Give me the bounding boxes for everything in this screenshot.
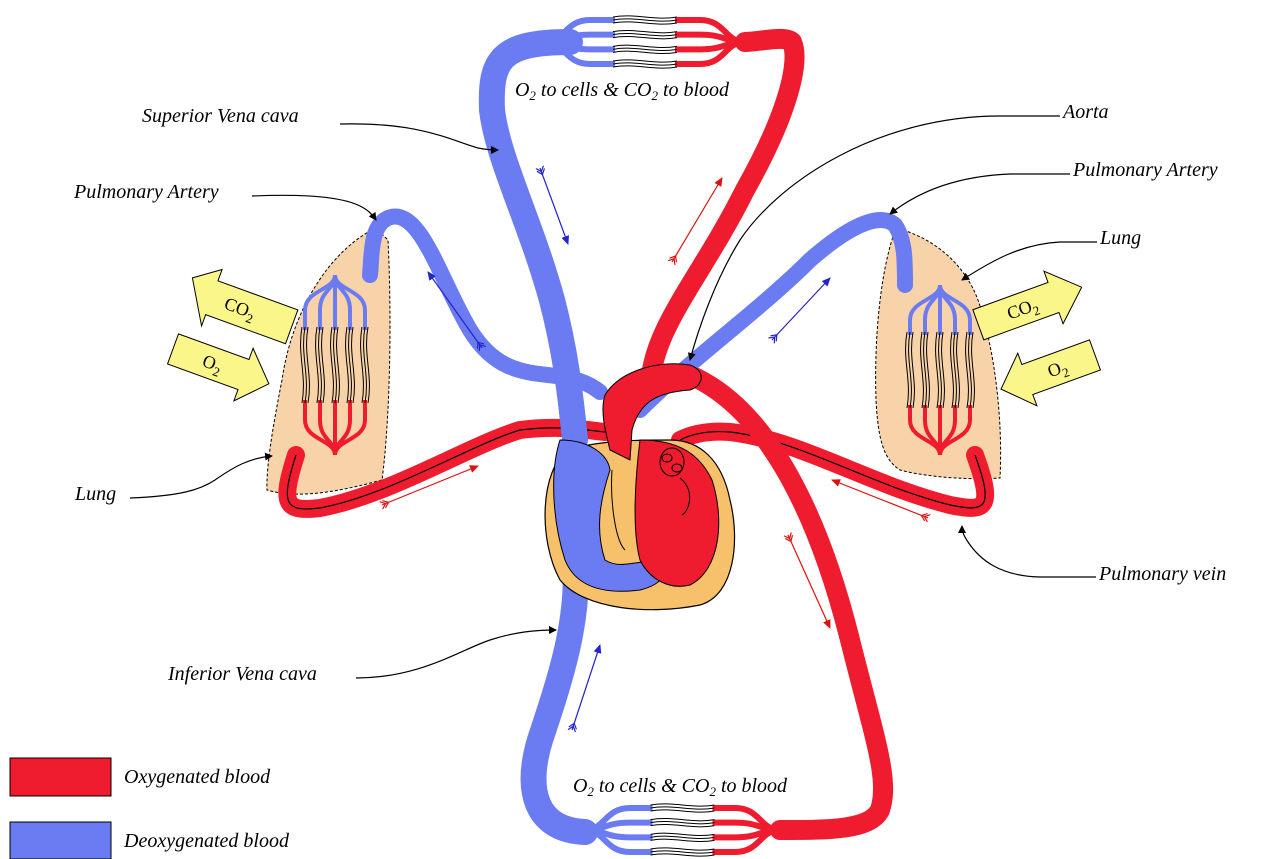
leader-inferior-vena-cava	[356, 630, 556, 678]
label-lung-left: Lung	[74, 483, 116, 505]
legend-swatch-oxygenated	[10, 758, 111, 796]
leader-lung-left	[130, 456, 272, 498]
legend: Oxygenated blood Deoxygenated blood	[10, 758, 290, 859]
capillary-bed-bottom	[585, 804, 780, 856]
gas-exchange-arrow-icon: O2	[991, 329, 1104, 416]
label-pulmonary-artery-left: Pulmonary Artery	[73, 181, 219, 203]
flow-arrow-icon	[540, 168, 568, 244]
label-pulmonary-artery-right: Pulmonary Artery	[1072, 159, 1218, 181]
gas-exchange-arrow-icon: CO2	[969, 261, 1092, 351]
capillary-caption-top: O2 to cells & CO2 to blood	[515, 79, 730, 103]
label-superior-vena-cava: Superior Vena cava	[142, 105, 299, 127]
legend-label-oxygenated: Oxygenated blood	[124, 766, 271, 788]
label-lung-right: Lung	[1099, 227, 1141, 249]
leader-pulmonary-artery-right	[890, 174, 1070, 214]
leader-pulmonary-vein	[962, 526, 1096, 577]
leader-pulmonary-artery-left	[252, 195, 376, 220]
gas-exchange-arrow-icon: O2	[163, 323, 278, 411]
legend-swatch-deoxygenated	[10, 822, 111, 859]
legend-label-deoxygenated: Deoxygenated blood	[123, 830, 290, 852]
flow-arrow-icon	[428, 272, 482, 348]
label-aorta: Aorta	[1061, 101, 1109, 123]
label-pulmonary-vein: Pulmonary vein	[1098, 563, 1226, 585]
capillary-caption-bottom: O2 to cells & CO2 to blood	[573, 775, 788, 799]
leader-superior-vena-cava	[340, 124, 498, 150]
label-inferior-vena-cava: Inferior Vena cava	[167, 663, 317, 685]
leader-lung-right	[962, 242, 1097, 280]
